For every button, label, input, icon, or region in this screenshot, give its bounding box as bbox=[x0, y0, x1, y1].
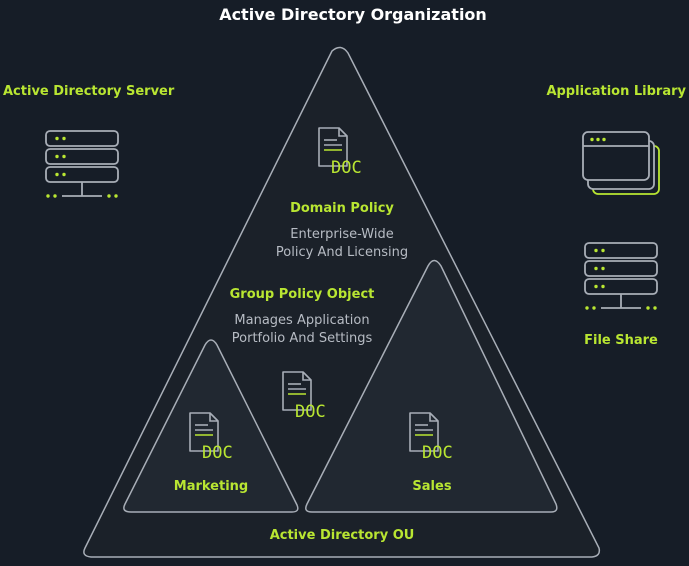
marketing-triangle bbox=[123, 339, 299, 513]
svg-text:DOC: DOC bbox=[331, 158, 362, 178]
gpo-label: Group Policy Object bbox=[229, 287, 375, 302]
application-library-icon bbox=[582, 131, 660, 195]
file-share-label: File Share bbox=[584, 333, 658, 348]
sales-triangle bbox=[305, 259, 558, 513]
svg-text:DOC: DOC bbox=[295, 402, 326, 422]
active-directory-ou-label: Active Directory OU bbox=[269, 528, 415, 543]
svg-text:DOC: DOC bbox=[202, 443, 233, 463]
marketing-doc-icon: DOC bbox=[189, 412, 233, 463]
sales-label: Sales bbox=[412, 479, 452, 494]
gpo-doc-icon: DOC bbox=[282, 371, 326, 422]
domain-policy-desc-line2: Policy And Licensing bbox=[275, 245, 409, 260]
svg-text:DOC: DOC bbox=[422, 443, 453, 463]
sales-doc-icon: DOC bbox=[409, 412, 453, 463]
page-title: Active Directory Organization bbox=[219, 5, 487, 24]
domain-policy-doc-icon: DOC bbox=[318, 127, 362, 178]
domain-policy-desc-line1: Enterprise-Wide bbox=[290, 227, 394, 242]
domain-policy-label: Domain Policy bbox=[290, 201, 394, 216]
file-share-server-icon bbox=[584, 242, 658, 311]
gpo-desc-line1: Manages Application bbox=[234, 313, 370, 328]
application-library-label: Application Library bbox=[546, 84, 686, 99]
active-directory-server-icon bbox=[45, 130, 119, 199]
gpo-desc-line2: Portfolio And Settings bbox=[231, 331, 373, 346]
active-directory-server-label: Active Directory Server bbox=[3, 84, 175, 99]
marketing-label: Marketing bbox=[173, 479, 249, 494]
